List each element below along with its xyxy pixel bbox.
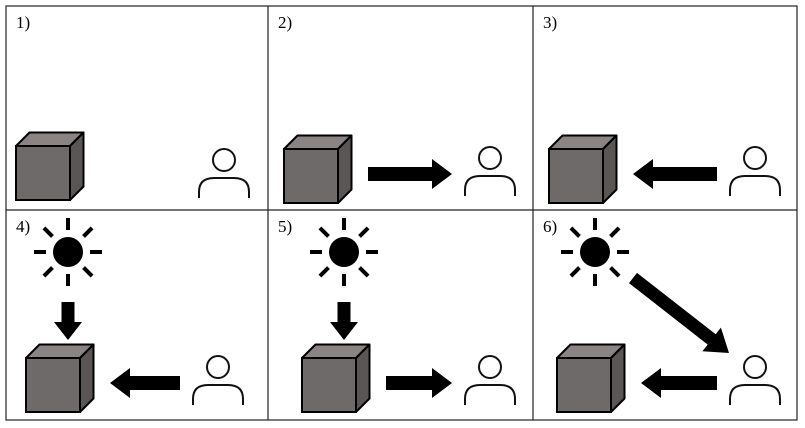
panel-label: 5)	[278, 217, 292, 236]
cube-icon	[15, 131, 85, 201]
sun-icon	[561, 218, 629, 286]
diagonal-arrow-icon	[629, 272, 729, 353]
down-arrow-icon	[54, 302, 82, 340]
panel-label: 1)	[16, 13, 30, 32]
person-icon	[192, 355, 244, 405]
person-icon	[464, 355, 516, 405]
left-arrow-icon	[641, 368, 717, 398]
down-arrow-icon	[330, 302, 358, 340]
panel-label: 6)	[543, 217, 557, 236]
sun-icon	[310, 218, 378, 286]
cube-icon	[301, 343, 371, 413]
panel-label: 4)	[16, 217, 30, 236]
panel-4: 4)	[16, 217, 244, 413]
panel-5: 5)	[278, 217, 516, 413]
cube-icon	[556, 343, 626, 413]
panel-3: 3)	[543, 13, 781, 204]
panel-grid	[5, 5, 798, 421]
person-icon	[729, 146, 781, 196]
panel-1: 1)	[15, 13, 250, 201]
left-arrow-icon	[110, 368, 180, 398]
person-icon	[198, 148, 250, 198]
cube-icon	[25, 343, 95, 413]
right-arrow-icon	[386, 368, 452, 398]
cube-icon	[283, 134, 353, 204]
left-arrow-icon	[633, 159, 717, 189]
panel-label: 2)	[278, 13, 292, 32]
right-arrow-icon	[368, 159, 452, 189]
panel-6: 6)	[543, 217, 781, 413]
sun-icon	[34, 218, 102, 286]
cube-icon	[548, 134, 618, 204]
person-icon	[464, 146, 516, 196]
panel-label: 3)	[543, 13, 557, 32]
person-icon	[729, 355, 781, 405]
panel-2: 2)	[278, 13, 516, 204]
